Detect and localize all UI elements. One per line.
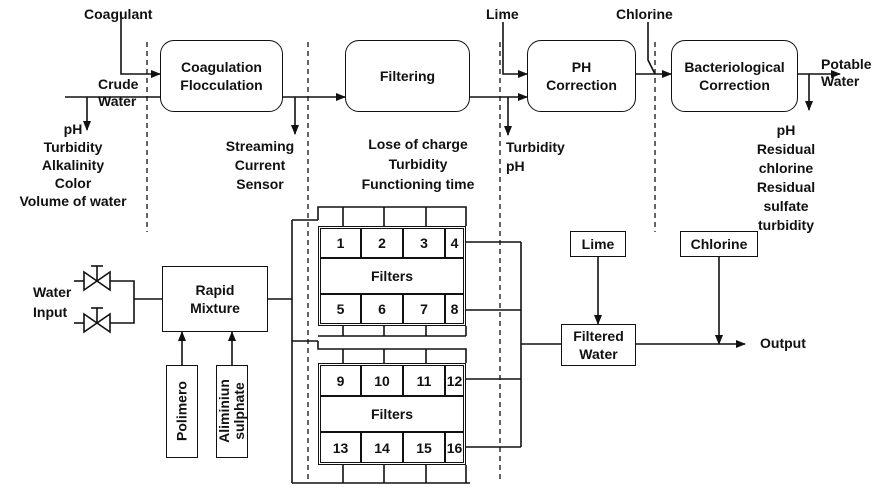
filtered-water-text: Filtered Water (573, 328, 624, 362)
polimero-text: Polimero (173, 381, 190, 441)
ph-correction-box: PH Correction (527, 40, 636, 112)
aluminium-sulphate-text: Aliminiun sulphate (216, 379, 247, 443)
chlorine-top-label: Chlorine (616, 6, 673, 22)
rapid-mixture-text: Rapid Mixture (190, 282, 240, 316)
filter-cell: 13 (320, 432, 361, 463)
polimero-box (166, 365, 198, 458)
streaming-current-sensor: Streaming Current Sensor (225, 138, 295, 192)
coagulant-label: Coagulant (84, 6, 153, 22)
lime-top-label: Lime (486, 6, 519, 22)
filter-cell: 6 (361, 294, 403, 324)
filter-cell: 12 (445, 365, 464, 396)
aluminium-sulphate-box (216, 365, 248, 458)
bacteriological-correction-text: Bacteriological Correction (684, 59, 785, 93)
filter-cell: 16 (445, 432, 464, 463)
filter-cell: 10 (361, 365, 403, 396)
bacteriological-correction-box: Bacteriological Correction (671, 40, 798, 112)
coagulation-flocculation-text: Coagulation Flocculation (180, 59, 263, 93)
filter-cell: 9 (320, 365, 361, 396)
rapid-mixture-box: Rapid Mixture (162, 266, 268, 332)
filter-cell: 2 (361, 228, 403, 258)
potable-water-label: Potable Water (821, 56, 872, 89)
filtering-box: Filtering (345, 40, 470, 112)
filtering-text: Filtering (379, 68, 436, 84)
filter-cell: 14 (361, 432, 403, 463)
filter-manifold (268, 206, 561, 484)
filters-label-2: Filters (320, 396, 464, 432)
ph-correction-text: PH Correction (546, 59, 617, 93)
valves (74, 265, 162, 334)
crude-measures: pH Turbidity Alkalinity Color Volume of … (19, 121, 127, 209)
lime-box: Lime (570, 231, 626, 257)
chlorine-box: Chlorine (680, 231, 758, 257)
filter-cell: 1 (320, 228, 361, 258)
ph-correction-measures: Turbidity pH (506, 139, 565, 174)
filtered-water-box: Filtered Water (561, 324, 636, 366)
filter-cell: 4 (445, 228, 464, 258)
process-flow-lines (65, 12, 841, 136)
output-label: Output (760, 335, 806, 351)
filter-cell: 7 (403, 294, 445, 324)
water-input-label: Water Input (33, 284, 72, 320)
crude-water-label: Crude Water (98, 76, 139, 109)
filter-cell: 15 (403, 432, 445, 463)
filter-cell: 3 (403, 228, 445, 258)
filter-cell: 11 (403, 365, 445, 396)
filtering-measures: Lose of charge Turbidity Functioning tim… (361, 136, 475, 192)
filter-cell: 5 (320, 294, 361, 324)
coagulation-flocculation-box: Coagulation Flocculation (160, 40, 283, 112)
filters-label-1: Filters (320, 258, 464, 294)
filter-cell: 8 (445, 294, 464, 324)
bacteriological-measures: pH Residual chlorine Residual sulfate tu… (756, 122, 816, 233)
